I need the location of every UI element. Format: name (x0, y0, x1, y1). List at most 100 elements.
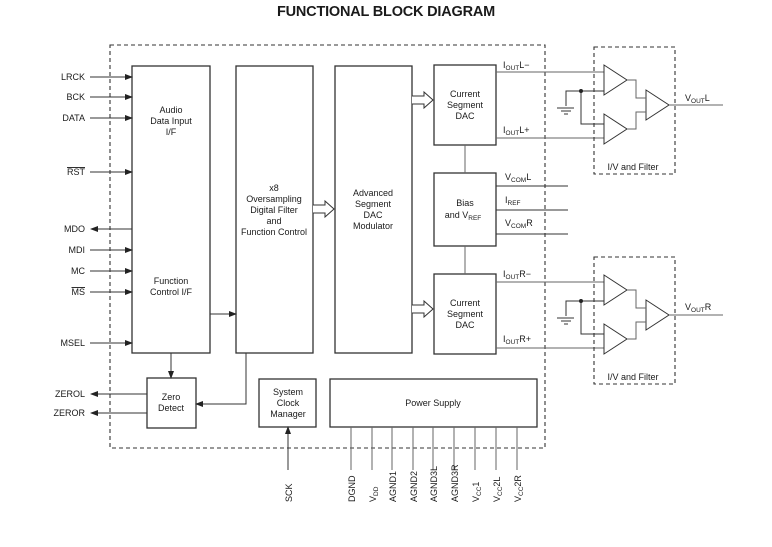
pin-ms: MS (72, 287, 133, 297)
left-pins: LRCK BCK DATA RST MDO MDI MC MS MSEL ZEROL ZEROR (54, 72, 147, 418)
digital-filter-line: and (266, 216, 281, 226)
clock-manager-line: Clock (277, 398, 300, 408)
function-if-line: Control I/F (150, 287, 193, 297)
amp-link (627, 79, 646, 99)
pin-label: MDO (64, 224, 85, 234)
vcom-l-label: VCOML (505, 172, 531, 184)
op-amp-icon (645, 299, 670, 331)
digital-filter-line: Oversampling (246, 194, 302, 204)
modulator-to-dac-left-bus-arrow (412, 90, 434, 110)
modulator-label: Advanced Segment DAC Modulator (353, 188, 393, 231)
filter-to-zero-arrow (195, 353, 247, 407)
bias-label: Bias and VREF (445, 198, 482, 222)
pin-bck: BCK (66, 92, 133, 102)
power-pin-0: DGND (347, 427, 357, 502)
pin-label: MDI (69, 245, 86, 255)
sck-pin-label: SCK (284, 483, 294, 502)
dac-left-label: Current Segment DAC (447, 89, 484, 121)
pin-zerol: ZEROL (55, 389, 147, 399)
clock-manager-label: System Clock Manager (270, 387, 306, 419)
modulator-line: DAC (363, 210, 383, 220)
chip-boundary (109, 44, 546, 449)
pin-label: DATA (62, 113, 85, 123)
dac-right-line: Current (450, 298, 481, 308)
digital-filter-line: x8 (269, 183, 279, 193)
iv-filter-boundary (593, 46, 676, 175)
filter-to-modulator-bus-arrow (313, 199, 335, 219)
op-amp-icon (603, 64, 628, 96)
pin-data: DATA (62, 113, 133, 123)
modulator-to-dac-right-bus-arrow (412, 299, 434, 319)
audio-if-line: I/F (166, 127, 177, 137)
function-if-line: Function (154, 276, 189, 286)
junction-dot (579, 89, 583, 93)
power-supply-label: Power Supply (405, 398, 461, 408)
clock-manager-line: Manager (270, 409, 306, 419)
pin-msel: MSEL (60, 338, 133, 348)
vcom-r-label: VCOMR (505, 218, 533, 230)
power-pin-label: DGND (347, 475, 357, 502)
ground-wire (565, 90, 605, 106)
pin-mc: MC (71, 266, 133, 276)
modulator-line: Modulator (353, 221, 393, 231)
vout-l-label: VOUTL (685, 93, 710, 105)
pin-lrck: LRCK (61, 72, 133, 82)
pin-label: BCK (66, 92, 85, 102)
power-pin-label: VCC2R (513, 475, 525, 502)
vout-r-label: VOUTR (685, 302, 712, 314)
pin-zeror: ZEROR (54, 408, 147, 418)
iv-filter-left-label: I/V and Filter (607, 162, 658, 172)
iref-label: IREF (505, 195, 521, 207)
amp-link (627, 111, 646, 130)
iv-filter-boundary (593, 256, 676, 385)
dac-right-line: Segment (447, 309, 484, 319)
zero-detect-line: Zero (162, 392, 181, 402)
power-pin-label: VCC1 (471, 482, 483, 502)
pin-rst: RST (67, 167, 133, 177)
power-pin-7: VCC2L (492, 427, 504, 502)
iout-r-minus-label: IOUTR− (503, 269, 531, 281)
power-pin-1: VDD (368, 427, 380, 502)
power-pin-label: AGND1 (388, 471, 398, 502)
power-pin-label: VDD (368, 486, 380, 502)
zero-detect-label: Zero Detect (158, 392, 185, 413)
bias-wire (580, 91, 605, 125)
amp-link (627, 289, 646, 309)
op-amp-icon (603, 323, 628, 355)
bias-vref-line: and VREF (445, 210, 482, 222)
pin-label: ZEROL (55, 389, 85, 399)
pin-mdo: MDO (64, 224, 132, 234)
iv-filter-right (557, 256, 723, 385)
pin-label: RST (67, 167, 86, 177)
digital-filter-block (235, 65, 314, 354)
dac-right-line: DAC (455, 320, 475, 330)
iout-r-plus-label: IOUTR+ (503, 334, 531, 346)
power-pin-5: AGND3R (450, 427, 460, 502)
modulator-line: Advanced (353, 188, 393, 198)
power-pin-label: AGND3R (450, 464, 460, 502)
dac-left-line: DAC (455, 111, 475, 121)
pin-mdi: MDI (69, 245, 133, 255)
bias-wire (580, 301, 605, 335)
power-pin-6: VCC1 (471, 427, 483, 502)
pin-label: MS (72, 287, 86, 297)
op-amp-icon (603, 274, 628, 306)
digital-filter-label: x8 Oversampling Digital Filter and Funct… (241, 183, 307, 237)
dac-left-block (433, 64, 497, 146)
function-if-label: Function Control I/F (150, 276, 193, 297)
power-pin-label: AGND2 (409, 471, 419, 502)
dac-output-labels: IOUTL− IOUTL+ VCOML IREF VCOMR IOUTR− IO… (503, 60, 533, 346)
power-supply-block (329, 378, 538, 428)
ground-wire (565, 300, 605, 316)
audio-function-if-block (131, 65, 211, 354)
zero-detect-line: Detect (158, 403, 185, 413)
op-amp-icon (645, 89, 670, 121)
diagram-title: FUNCTIONAL BLOCK DIAGRAM (276, 4, 496, 20)
power-pin-8: VCC2R (513, 427, 525, 502)
iout-l-plus-label: IOUTL+ (503, 125, 530, 137)
iv-filter-left (557, 46, 723, 175)
power-pin-4: AGND3L (429, 427, 439, 502)
modulator-block (334, 65, 413, 354)
iv-filter-right-label: I/V and Filter (607, 372, 658, 382)
